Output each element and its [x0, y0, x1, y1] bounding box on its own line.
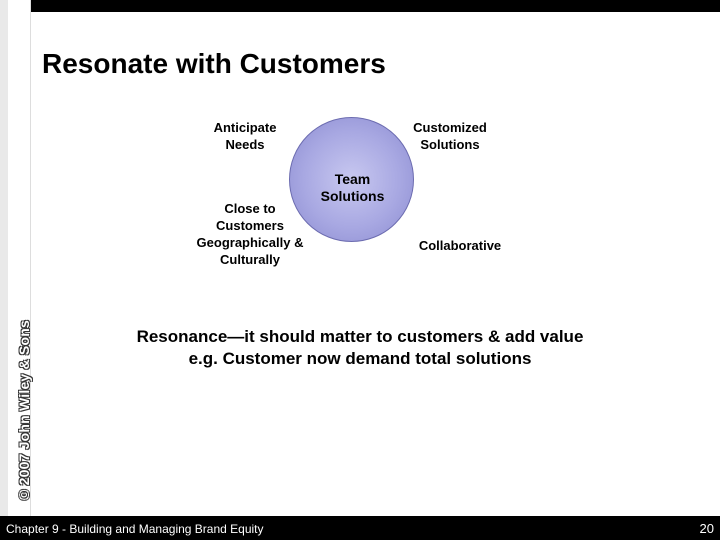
resonance-text: Resonance—it should matter to customers …: [100, 326, 620, 370]
footer-chapter-title: Chapter 9 - Building and Managing Brand …: [6, 522, 264, 536]
label-collaborative: Collaborative: [418, 238, 502, 253]
left-strip: [0, 0, 31, 516]
footer-bar: Chapter 9 - Building and Managing Brand …: [0, 516, 720, 540]
resonance-line-2: e.g. Customer now demand total solutions: [188, 349, 532, 368]
left-strip-panel: [0, 0, 8, 516]
page-number: 20: [699, 521, 714, 536]
team-solutions-circle: [289, 117, 414, 242]
slide-title: Resonate with Customers: [42, 48, 386, 79]
resonance-line-1: Resonance—it should matter to customers …: [136, 327, 584, 346]
top-bar: [0, 0, 720, 12]
